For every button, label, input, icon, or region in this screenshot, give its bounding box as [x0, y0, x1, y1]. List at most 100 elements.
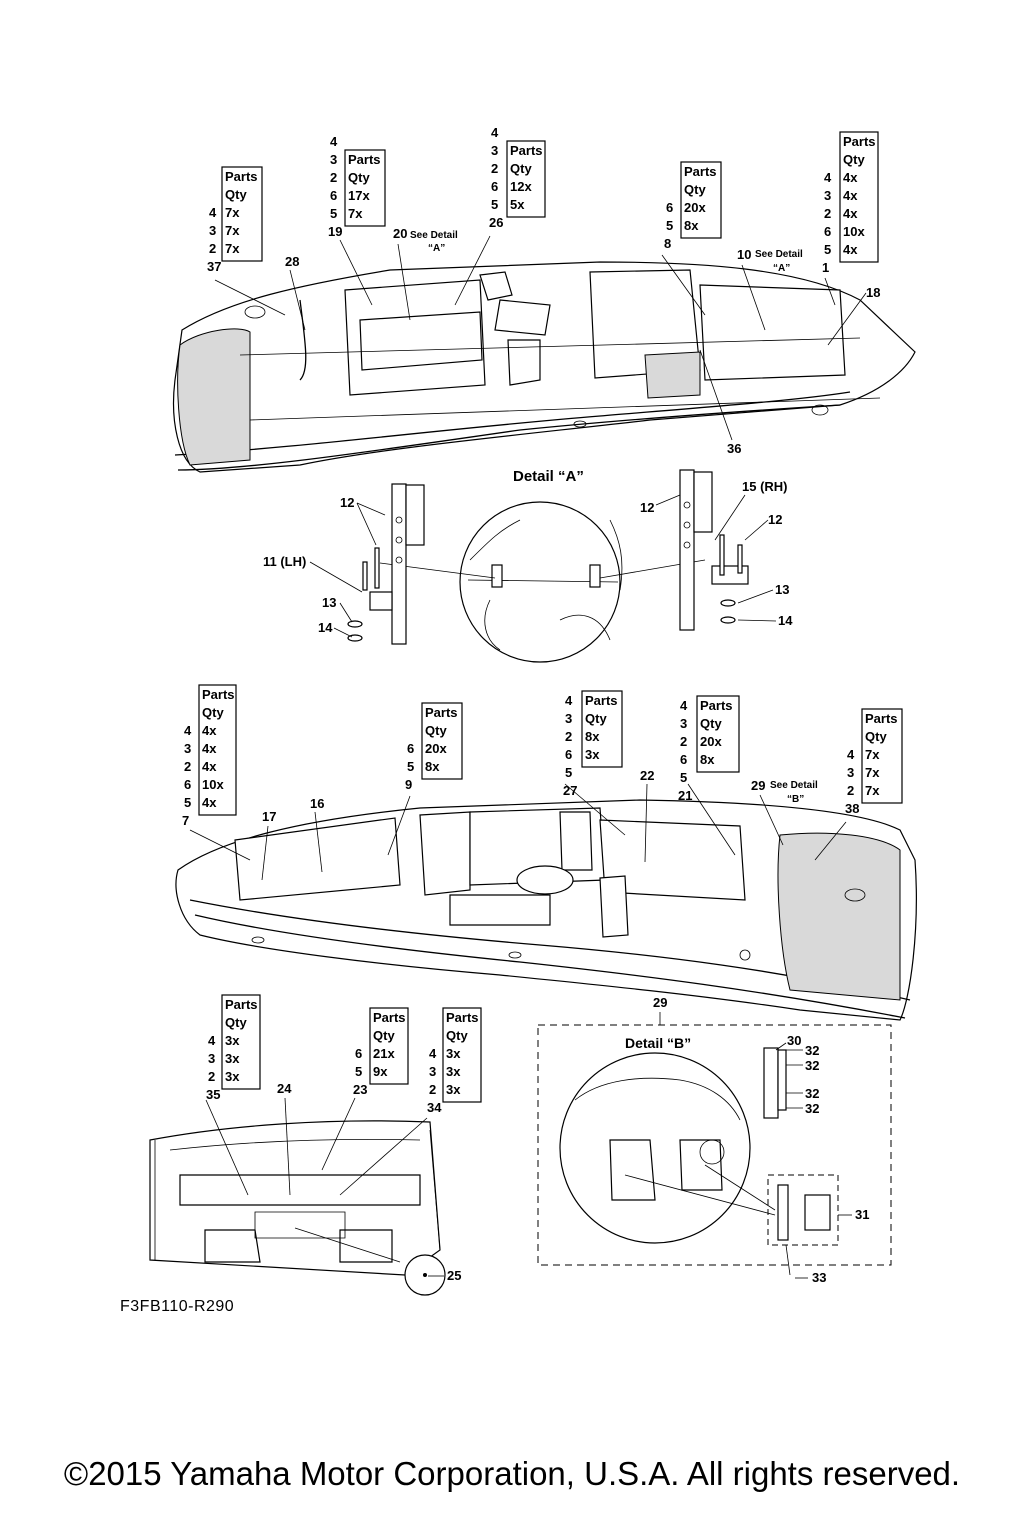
table-header-qty: Qty: [425, 723, 447, 738]
table-row-qty: 4x: [843, 188, 858, 203]
table-row-part-number: 6: [184, 777, 191, 792]
callout-32-d: 32: [805, 1101, 819, 1116]
boat-top-view: [172, 261, 916, 473]
table-row-part-number: 4: [429, 1046, 437, 1061]
table-row-qty: 21x: [373, 1046, 395, 1061]
table-row-part-number: 2: [429, 1082, 436, 1097]
table-row-part-number: 2: [847, 783, 854, 798]
table-row-part-number: 5: [666, 218, 673, 233]
see-detail-a-4: “A”: [773, 263, 790, 274]
callout-18: 18: [866, 285, 880, 300]
table-row-part-number: 6: [680, 752, 687, 767]
table-header-parts: Parts: [843, 134, 876, 149]
table-row-qty: 4x: [202, 759, 217, 774]
table-header-qty: Qty: [843, 152, 865, 167]
callout-7: 7: [182, 813, 189, 828]
callout-11-lh: 11 (LH): [263, 554, 306, 569]
table-row-qty: 3x: [446, 1064, 461, 1079]
table-row-part-number: 2: [184, 759, 191, 774]
table-row-qty: 7x: [225, 241, 240, 256]
table-header-qty: Qty: [202, 705, 224, 720]
table-header-parts: Parts: [373, 1010, 406, 1025]
see-detail-a-2: “A”: [428, 243, 445, 254]
callout-29-b: 29: [653, 995, 667, 1010]
table-row-qty: 3x: [446, 1046, 461, 1061]
copyright-notice: ©2015 Yamaha Motor Corporation, U.S.A. A…: [63, 1455, 961, 1492]
see-detail-b-1: See Detail: [770, 780, 818, 791]
table-header-parts: Parts: [446, 1010, 479, 1025]
table-header-qty: Qty: [373, 1028, 395, 1043]
table-row-qty: 7x: [348, 206, 363, 221]
table-row-part-number: 5: [565, 765, 572, 780]
callout-23: 23: [353, 1082, 367, 1097]
see-detail-b-2: “B”: [787, 794, 804, 805]
callout-10: 10: [737, 247, 751, 262]
table-row-part-number: 3: [847, 765, 854, 780]
callout-1: 1: [822, 260, 829, 275]
callout-16: 16: [310, 796, 324, 811]
callout-33: 33: [812, 1270, 826, 1285]
table-row-qty: 20x: [700, 734, 722, 749]
callout-13-lh: 13: [322, 595, 336, 610]
table-header-parts: Parts: [348, 152, 381, 167]
callout-32-b: 32: [805, 1058, 819, 1073]
table-row-part-number: 4: [209, 205, 217, 220]
table-row-qty: 7x: [865, 783, 880, 798]
callout-36: 36: [727, 441, 741, 456]
table-row-qty: 3x: [225, 1069, 240, 1084]
table-row-part-number: 2: [208, 1069, 215, 1084]
table-header-parts: Parts: [510, 143, 543, 158]
callout-35: 35: [206, 1087, 220, 1102]
table-row-part-number: 4: [847, 747, 855, 762]
table-header-qty: Qty: [446, 1028, 468, 1043]
callout-26: 26: [489, 215, 503, 230]
table-row-part-number: 2: [565, 729, 572, 744]
table-row-qty: 17x: [348, 188, 370, 203]
callout-19: 19: [328, 224, 342, 239]
table-header-parts: Parts: [865, 711, 898, 726]
detail-a-view: [347, 469, 749, 663]
table-row-qty: 7x: [225, 223, 240, 238]
table-row-qty: 4x: [843, 206, 858, 221]
callout-15-rh: 15 (RH): [742, 479, 788, 494]
detail-b-view: [537, 1024, 892, 1266]
table-row-qty: 8x: [684, 218, 699, 233]
callout-21: 21: [678, 788, 692, 803]
table-header-parts: Parts: [700, 698, 733, 713]
table-row-qty: 20x: [425, 741, 447, 756]
table-row-qty: 10x: [843, 224, 865, 239]
table-row-part-number: 3: [491, 143, 498, 158]
table-row-part-number: 2: [680, 734, 687, 749]
table-header-qty: Qty: [225, 187, 247, 202]
table-row-part-number: 3: [680, 716, 687, 731]
table-row-part-number: 4: [680, 698, 688, 713]
table-row-qty: 3x: [225, 1033, 240, 1048]
table-row-part-number: 2: [491, 161, 498, 176]
table-header-parts: Parts: [225, 169, 258, 184]
callouts: 28 20 See Detail “A” 10 See Detail “A” 1…: [189, 226, 880, 1285]
callout-24: 24: [277, 1081, 292, 1096]
callout-34: 34: [427, 1100, 442, 1115]
table-header-qty: Qty: [348, 170, 370, 185]
table-row-qty: 7x: [225, 205, 240, 220]
table-row-qty: 8x: [700, 752, 715, 767]
table-row-part-number: 3: [208, 1051, 215, 1066]
table-row-part-number: 6: [565, 747, 572, 762]
table-row-part-number: 2: [824, 206, 831, 221]
see-detail-a-3: See Detail: [755, 249, 803, 260]
table-row-part-number: 4: [208, 1033, 216, 1048]
callout-32-a: 32: [805, 1043, 819, 1058]
table-row-qty: 3x: [585, 747, 600, 762]
diagram-code: F3FB110-R290: [120, 1298, 235, 1315]
table-row-part-number: 4: [330, 134, 338, 149]
table-header-parts: Parts: [425, 705, 458, 720]
